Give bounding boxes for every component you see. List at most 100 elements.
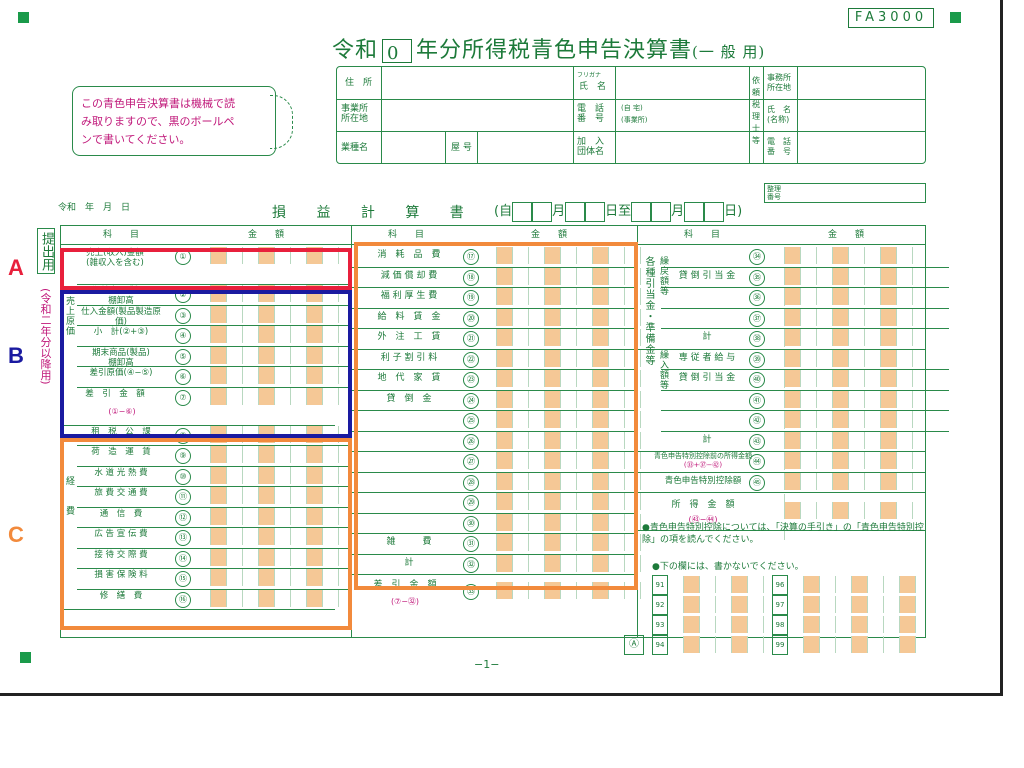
amount-cells-repairs[interactable] [195, 589, 339, 607]
amount-cells-pre-deduction[interactable] [769, 452, 925, 490]
row-number-31: ㉛ [463, 536, 479, 552]
income-formula: (㊸−㊹) [688, 515, 718, 524]
amount-cells-c2-8[interactable] [481, 411, 641, 428]
notice-line-1: この青色申告決算書は機械で読 [81, 97, 235, 110]
amount-cells-c3-6[interactable] [769, 370, 925, 408]
amount-cells-cogs[interactable] [195, 367, 339, 384]
amount-cells-shipping[interactable] [195, 446, 339, 463]
amount-cells-c2-11[interactable] [481, 472, 641, 490]
amount-cells-c3-9[interactable] [769, 431, 925, 470]
corner-marker-bl [20, 652, 31, 663]
row-number-c3-3: ㊲ [749, 310, 765, 327]
col3-amount-header: 金 額 [767, 226, 925, 245]
amount-cells-advertising[interactable] [195, 528, 339, 545]
amount-cells-c2-10[interactable] [481, 452, 641, 469]
row-number-27: ㉗ [463, 454, 479, 470]
amount-cells-subtotal[interactable] [195, 326, 339, 343]
row-number-5: ⑤ [175, 348, 191, 365]
reserved-cells-5[interactable] [788, 576, 916, 593]
row-number-33: ㉝ [463, 584, 479, 600]
amount-cells-c2-0[interactable] [481, 247, 641, 264]
row-number-3: ③ [175, 307, 191, 324]
amount-cells-c2-3[interactable] [481, 308, 641, 326]
amount-cells-purchases[interactable] [195, 305, 339, 323]
amount-cells-c3-1[interactable] [769, 267, 925, 306]
amount-cells-c3-2[interactable] [769, 288, 925, 326]
amount-cells-c2-1[interactable] [481, 267, 641, 285]
amount-cells-c3-8[interactable] [769, 411, 925, 449]
notice-line-3: ンで書いてください。 [81, 133, 191, 146]
agent-label: 依 頼 税 理 士 等 [752, 76, 760, 145]
row-label-c3-allowance2: 貸 倒 引 当 金 [678, 373, 736, 383]
amount-cells-c2-9[interactable] [481, 431, 641, 449]
amount-cells-c2-7[interactable] [481, 390, 641, 408]
reserved-cells-8[interactable] [788, 636, 916, 653]
reserved-cells-3[interactable] [668, 636, 764, 653]
amount-cells-c2-13[interactable] [481, 513, 641, 531]
row-number-30: ㉚ [463, 515, 479, 532]
row-number-19: ⑲ [463, 290, 479, 306]
row-number-c3-0: ㉞ [749, 249, 765, 265]
row-number-18: ⑱ [463, 269, 479, 286]
amount-cells-c3-0[interactable] [769, 247, 925, 285]
amount-cells-communication[interactable] [195, 507, 339, 525]
name-label: 氏 名 [579, 82, 607, 92]
amount-cells-c2-4[interactable] [481, 329, 641, 346]
row-label-purchases: 仕入金額(製品製造原価) [81, 306, 161, 327]
deduction-note: ●青色申告特別控除については、「決算の手引き」の「青色申告特別控除」の項を読んで… [642, 523, 924, 545]
row-label-insurance: 損 害 保 険 料 [94, 570, 148, 580]
row-number-7: ⑦ [175, 389, 191, 406]
amount-cells-c3-7[interactable] [769, 390, 925, 429]
reserved-cells-0[interactable] [668, 576, 764, 593]
reserved-label-7: 98 [772, 615, 788, 635]
reserved-cells-7[interactable] [788, 616, 916, 633]
reserved-label-1: 92 [652, 595, 668, 615]
amount-cells-c2-12[interactable] [481, 493, 641, 510]
year-box[interactable]: 0 [382, 39, 413, 64]
amount-cells-c2-5[interactable] [481, 349, 641, 367]
submission-tab: 提出用 [37, 228, 55, 274]
amount-cells-blue-deduction[interactable] [769, 472, 925, 511]
reserved-cells-2[interactable] [668, 616, 764, 633]
reference-number-box[interactable]: 整理 番号 [764, 183, 926, 203]
row-number-c3-9: ㊸ [749, 433, 765, 450]
row-label-bad_debt: 貸 倒 金 [386, 393, 432, 404]
row-number-17: ⑰ [463, 249, 479, 265]
row-label-total: 計 [404, 557, 414, 568]
side-note: (令和二年分以降用) [39, 288, 52, 385]
amount-cells-entertainment[interactable] [195, 548, 339, 566]
row-number-16: ⑯ [175, 591, 191, 608]
amount-cells-travel[interactable] [195, 487, 339, 504]
amount-cells-c3-4[interactable] [769, 329, 925, 367]
row-label-depreciation: 減 価 償 却 費 [380, 270, 438, 281]
amount-cells-gross[interactable] [195, 387, 339, 405]
annotation-c: C [8, 522, 24, 547]
amount-cells-income[interactable] [769, 502, 925, 540]
reserved-cells-1[interactable] [668, 596, 764, 613]
amount-cells-c2-15[interactable] [481, 554, 641, 572]
row-label-interest: 利 子 割 引 料 [380, 352, 438, 363]
phone-office-label: (事業所) [621, 116, 648, 124]
address-label: 住 所 [345, 78, 373, 88]
cogs-group-label: 売上原価 [64, 296, 74, 336]
amount-cells-c2-2[interactable] [481, 288, 641, 305]
amount-cells-c3-5[interactable] [769, 349, 925, 388]
amount-cells-end_inventory[interactable] [195, 346, 339, 364]
amount-cells-c2-6[interactable] [481, 370, 641, 387]
row-number-14: ⑭ [175, 550, 191, 567]
amount-cells-insurance[interactable] [195, 569, 339, 586]
reserved-label-6: 97 [772, 595, 788, 615]
amount-cells-utilities[interactable] [195, 466, 339, 484]
reserved-cells-6[interactable] [788, 596, 916, 613]
corner-marker-tr [950, 12, 961, 23]
row-label-consumables: 消 耗 品 費 [377, 250, 441, 260]
shop-name-label: 屋 号 [451, 143, 472, 153]
row-number-13: ⑬ [175, 530, 191, 546]
amount-cells-c2-14[interactable] [481, 534, 641, 551]
amount-cells-c3-3[interactable] [769, 308, 925, 347]
row-number-c3-8: ㊷ [749, 413, 765, 429]
highlight-c-expenses-2 [354, 242, 638, 590]
do-not-write-note: ●下の欄には、書かないでください。 [652, 562, 804, 572]
row-label-wages: 給 料 賃 金 [377, 311, 441, 322]
pl-title: 損 益 計 算 書 [272, 205, 464, 221]
